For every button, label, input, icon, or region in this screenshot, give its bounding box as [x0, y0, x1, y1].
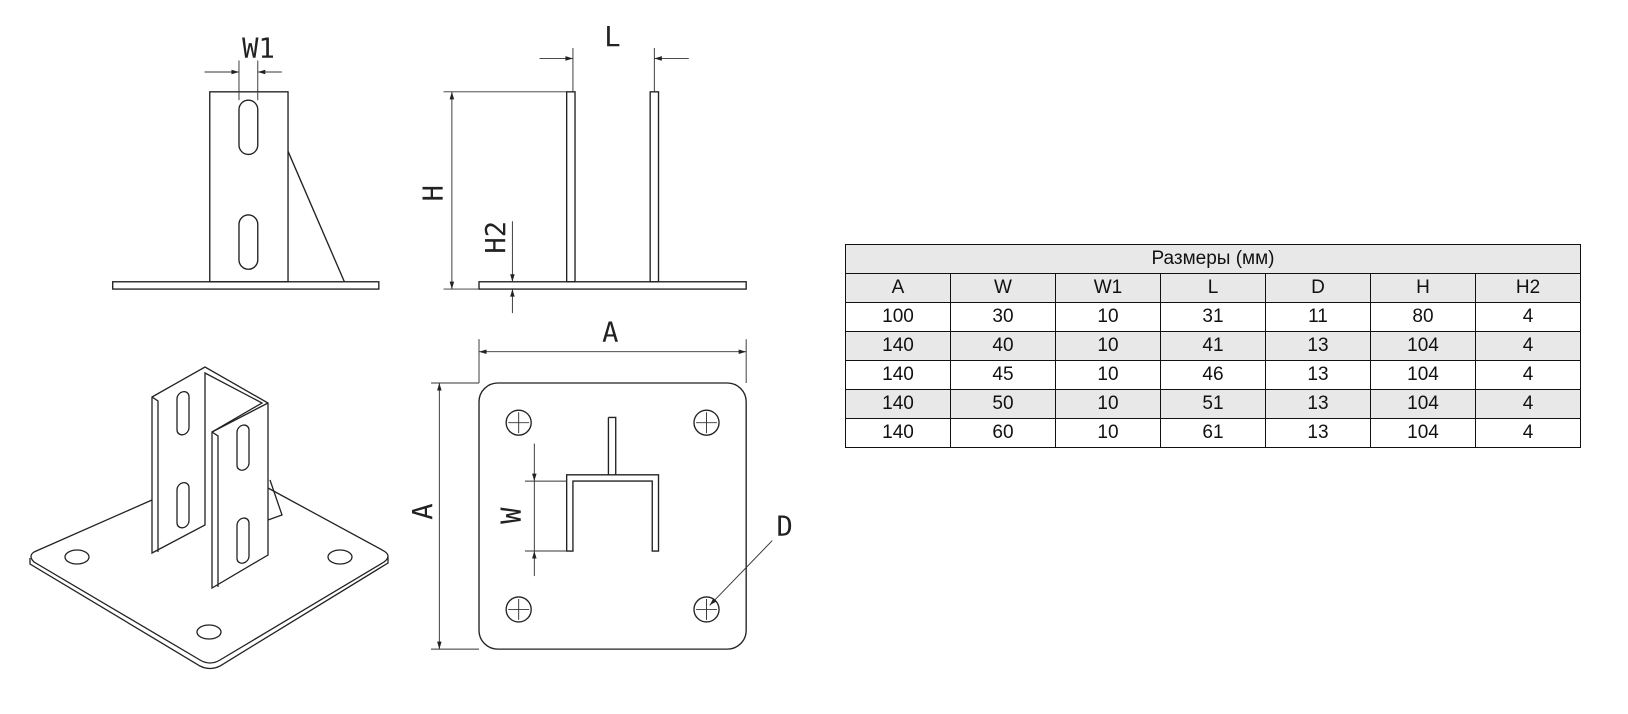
label-w: W: [497, 507, 528, 524]
table-cell: 10: [1055, 302, 1161, 332]
label-a-side: A: [408, 503, 439, 519]
table-cell: 104: [1370, 331, 1476, 361]
table-cell: 140: [845, 418, 951, 448]
table-cell: 46: [1160, 360, 1266, 390]
table-cell: 104: [1370, 389, 1476, 419]
table-cell: 50: [950, 389, 1056, 419]
table-cell: 13: [1265, 389, 1371, 419]
label-h2: H2: [481, 221, 512, 254]
column-header: D: [1265, 273, 1371, 303]
table-cell: 104: [1370, 418, 1476, 448]
table-cell: 140: [845, 360, 951, 390]
table-cell: 10: [1055, 331, 1161, 361]
label-h: H: [418, 185, 449, 201]
front-view: W1: [112, 33, 380, 290]
table-cell: 30: [950, 302, 1056, 332]
table-cell: 61: [1160, 418, 1266, 448]
table-title: Размеры (мм): [845, 244, 1581, 274]
table-cell: 4: [1475, 418, 1581, 448]
table-cell: 10: [1055, 418, 1161, 448]
table-cell: 140: [845, 389, 951, 419]
table-cell: 4: [1475, 331, 1581, 361]
table-cell: 41: [1160, 331, 1266, 361]
table-cell: 31: [1160, 302, 1266, 332]
side-view: H H2 L: [418, 22, 747, 314]
column-header: H2: [1475, 273, 1581, 303]
table-cell: 40: [950, 331, 1056, 361]
column-header: A: [845, 273, 951, 303]
column-header: W: [950, 273, 1056, 303]
table-cell: 4: [1475, 389, 1581, 419]
table-cell: 10: [1055, 389, 1161, 419]
top-view: A A W D: [408, 317, 793, 650]
table-cell: 51: [1160, 389, 1266, 419]
table-cell: 13: [1265, 331, 1371, 361]
mounting-holes: [505, 409, 720, 623]
table-cell: 140: [845, 331, 951, 361]
table-cell: 45: [950, 360, 1056, 390]
label-d: D: [776, 511, 792, 542]
column-header: L: [1160, 273, 1266, 303]
table-cell: 13: [1265, 418, 1371, 448]
table-cell: 104: [1370, 360, 1476, 390]
label-l: L: [604, 22, 620, 53]
table-cell: 80: [1370, 302, 1476, 332]
column-header: W1: [1055, 273, 1161, 303]
column-header: H: [1370, 273, 1476, 303]
label-w1: W1: [242, 33, 275, 64]
table-cell: 4: [1475, 302, 1581, 332]
table-cell: 11: [1265, 302, 1371, 332]
table-cell: 10: [1055, 360, 1161, 390]
isometric-view: [29, 366, 389, 670]
table-cell: 4: [1475, 360, 1581, 390]
table-header-row: A W W1 L D H H2: [845, 273, 1581, 303]
table-cell: 60: [950, 418, 1056, 448]
label-a-top: A: [602, 317, 618, 348]
table-cell: 100: [845, 302, 951, 332]
table-cell: 13: [1265, 360, 1371, 390]
